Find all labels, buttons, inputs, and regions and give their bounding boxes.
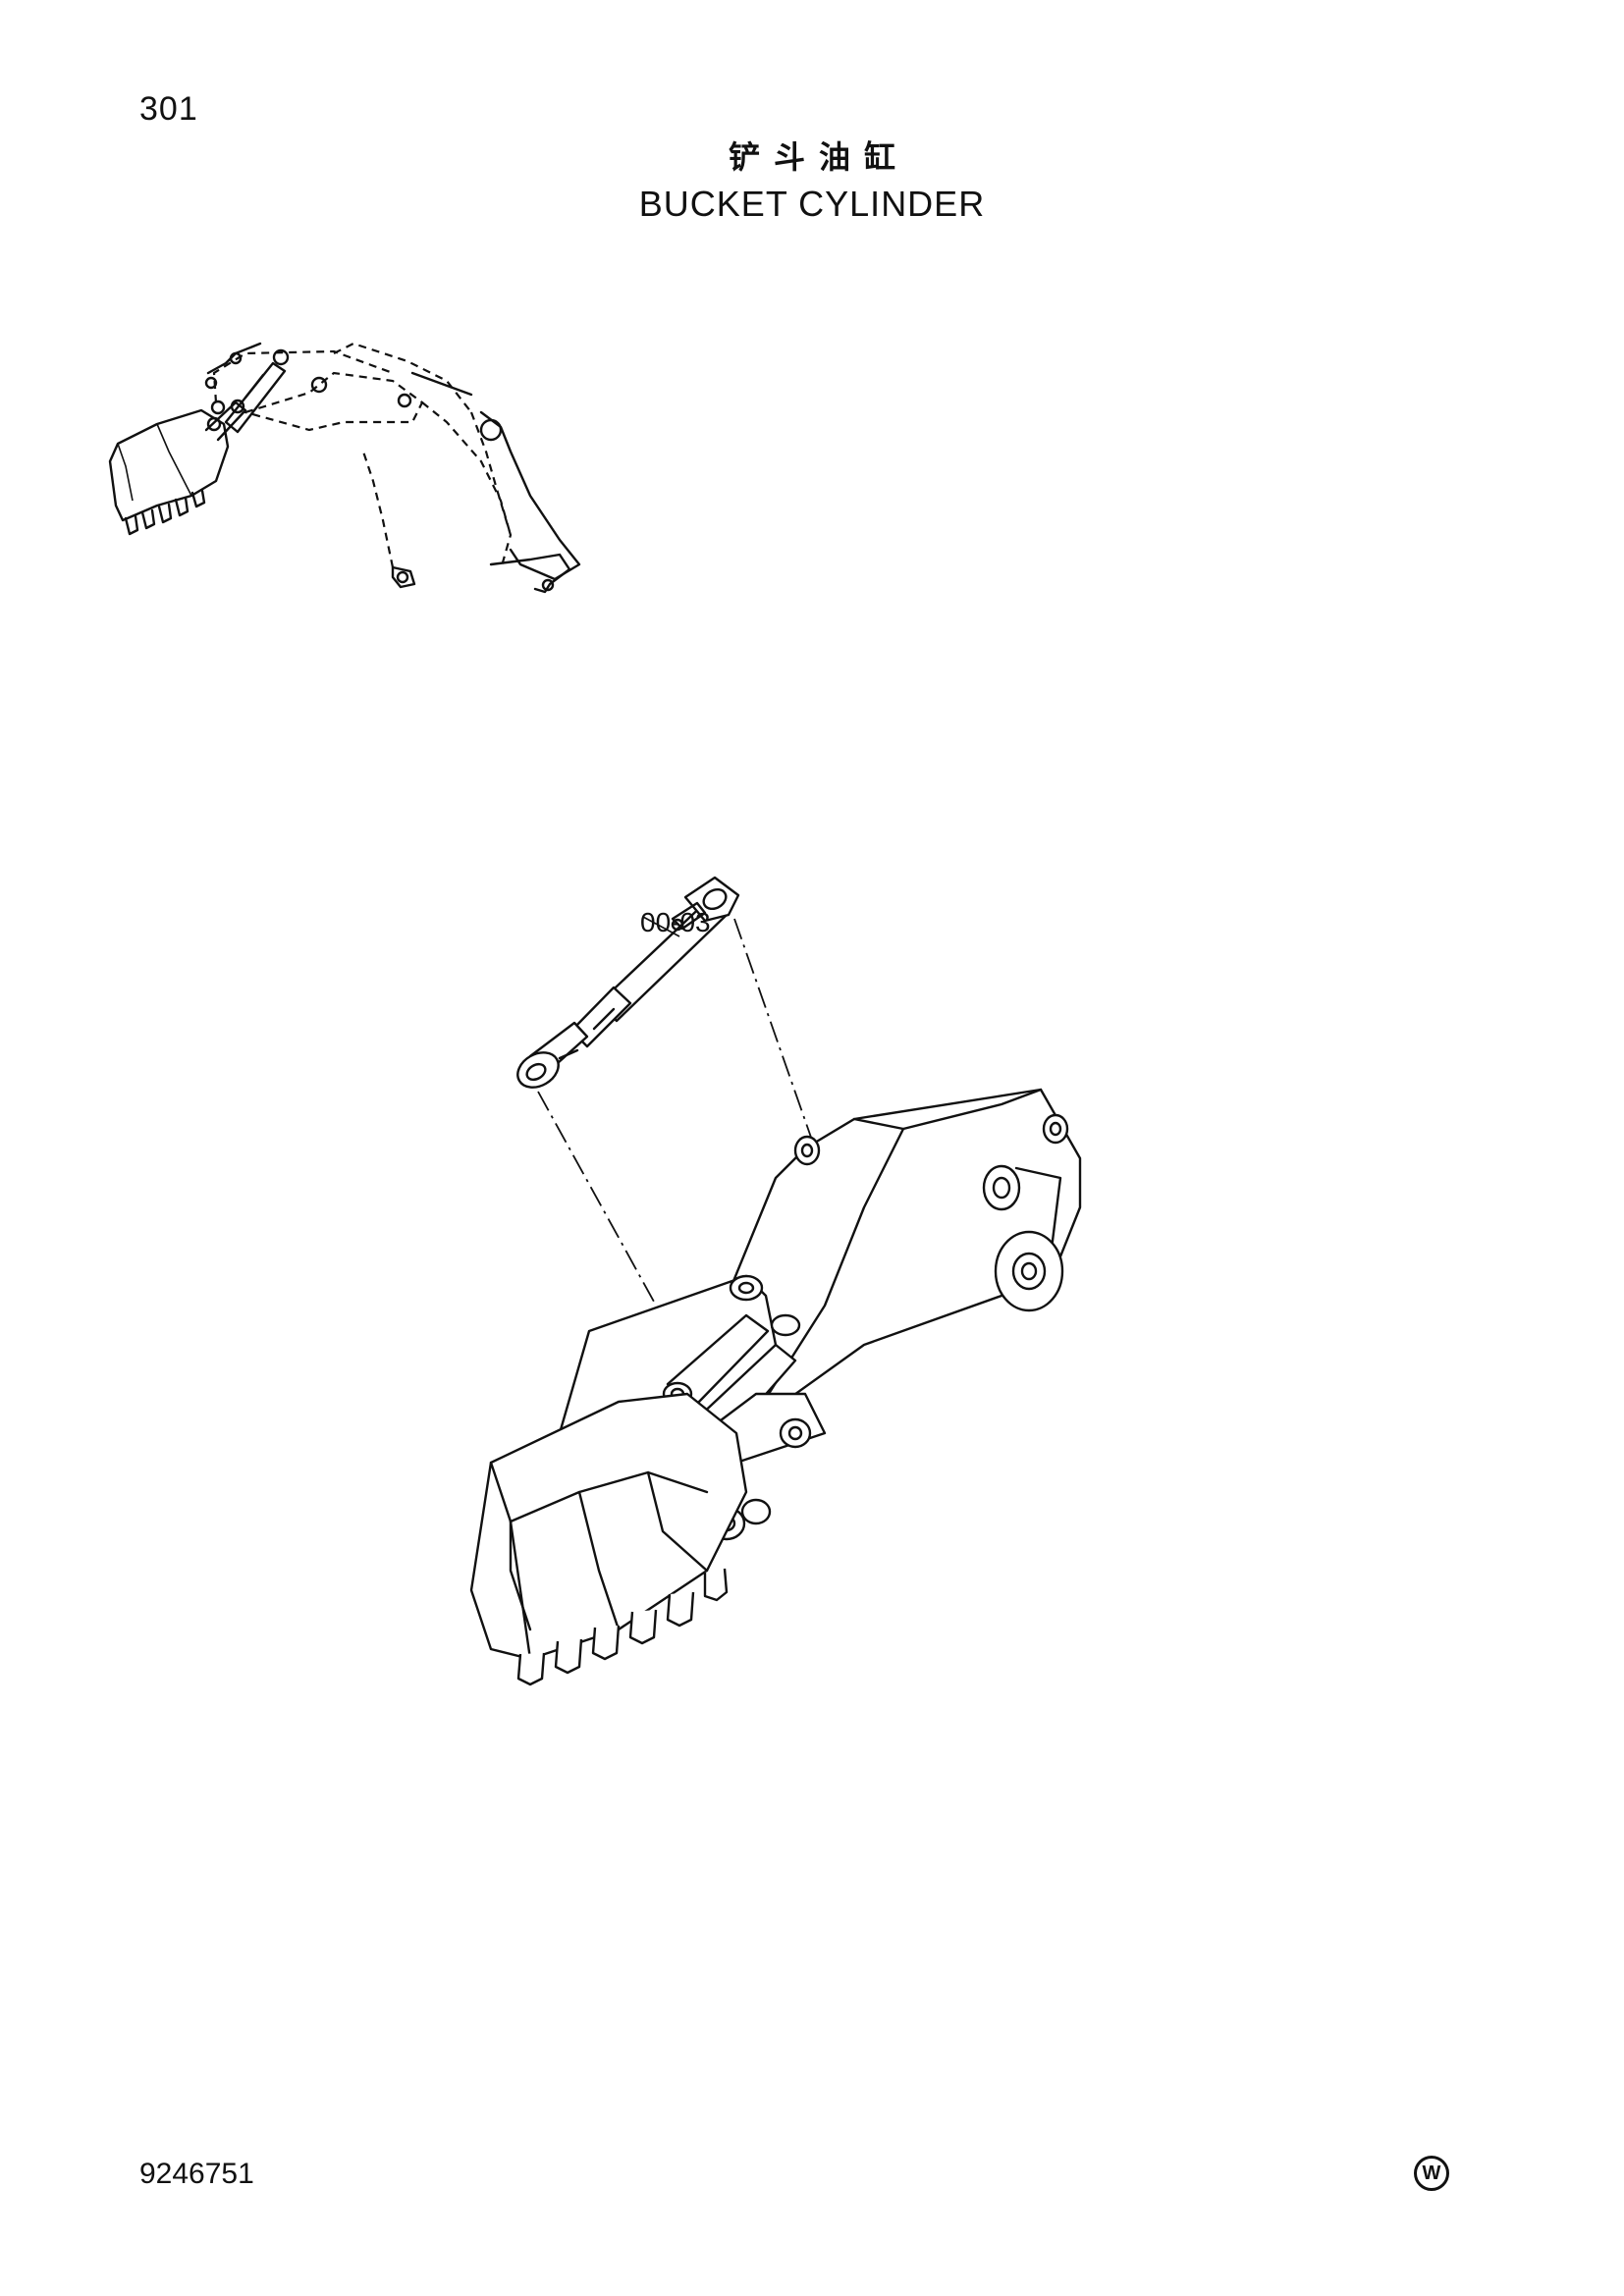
circled-w-icon: W [1414,2156,1449,2191]
page-number: 301 [139,90,198,128]
title-english: BUCKET CYLINDER [638,184,986,224]
page-title: 铲斗油缸 BUCKET CYLINDER [0,135,1624,230]
document-number: 9246751 [139,2158,254,2190]
bucket-cylinder [516,876,740,1089]
bucket-cylinder-detail-diagram [469,876,1082,1686]
bucket [469,1392,748,1686]
overview-attachment-diagram [108,342,581,594]
callout-label: 00-03 [640,907,711,937]
title-chinese: 铲斗油缸 [728,138,909,176]
